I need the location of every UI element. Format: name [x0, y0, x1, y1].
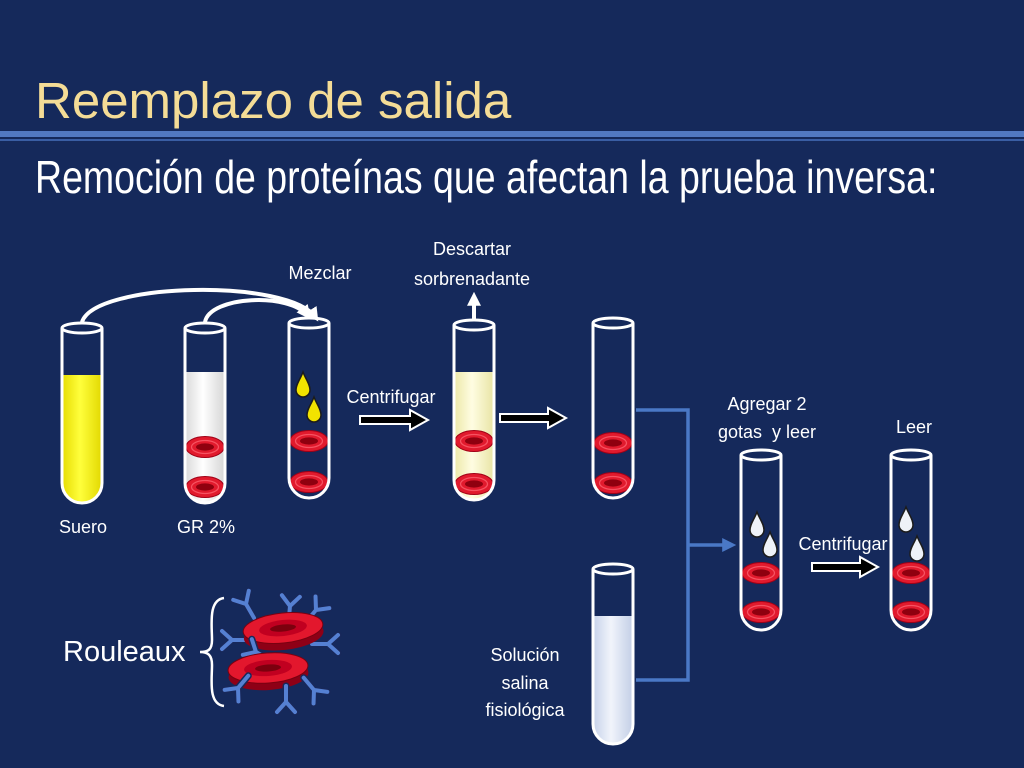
red-blood-cell [741, 561, 781, 585]
serum-drop [295, 371, 311, 398]
red-blood-cell [454, 472, 494, 496]
stacked-red-cell [242, 612, 324, 651]
tube-outline [591, 316, 635, 500]
antibody [277, 686, 295, 712]
red-blood-cell [741, 600, 781, 624]
rouleaux-illustration [222, 591, 338, 712]
saline-label-line1: Solución [490, 645, 560, 665]
mix-arrow-from-serum [80, 287, 319, 323]
red-blood-cell [289, 470, 329, 494]
centrifuge-arrow-2 [811, 555, 881, 579]
discard-label-line2: sorbrenadante [413, 269, 531, 289]
centrifuge-arrow [359, 408, 431, 432]
red-blood-cell [891, 561, 931, 585]
read-label: Leer [895, 417, 933, 437]
transfer-arrow [499, 406, 569, 430]
title-divider-thin [0, 139, 1024, 141]
antibody [233, 591, 262, 623]
centrifuge-label: Centrifugar [346, 387, 436, 407]
tube-mixture [287, 316, 331, 500]
tube-packed-cells [591, 316, 635, 500]
saline-label-line2: salina [501, 673, 549, 693]
mix-label: Mezclar [288, 263, 352, 283]
saline-label-line3: fisiológica [485, 700, 565, 720]
red-blood-cell [891, 600, 931, 624]
serum-label: Suero [58, 517, 108, 537]
red-cells-label: GR 2% [176, 517, 236, 537]
cell-core [255, 664, 281, 672]
slide-subtitle: Remoción de proteínas que afectan la pru… [35, 151, 938, 203]
add-drops-label-line1: Agregar 2 [727, 394, 807, 414]
centrifuge-label-2: Centrifugar [798, 534, 888, 554]
mix-arrow-from-red-cells [203, 298, 311, 323]
serum-fluid [62, 375, 102, 503]
red-blood-cell [593, 471, 633, 495]
tube-red-cells-2pct [183, 321, 227, 505]
rouleaux-label: Rouleaux [63, 636, 186, 668]
tube-serum [60, 321, 104, 505]
tube-saline [591, 562, 635, 746]
stacked-red-cell [227, 652, 309, 691]
tube-centrifuged [452, 318, 496, 502]
discard-label-line1: Descartar [432, 239, 512, 259]
combine-connector [636, 408, 690, 682]
red-blood-cell [289, 429, 329, 453]
curly-brace [199, 596, 225, 708]
red-blood-cell [454, 429, 494, 453]
title-divider [0, 131, 1024, 137]
red-blood-cell [593, 431, 633, 455]
red-blood-cell [185, 435, 225, 459]
saline-drop [898, 506, 914, 533]
cell-core [270, 624, 296, 632]
saline-drop [749, 511, 765, 538]
saline-fluid [593, 616, 633, 744]
antibody [297, 672, 328, 703]
add-drops-label-line2: gotas y leer [717, 422, 817, 442]
slide-title: Reemplazo de salida [35, 72, 512, 129]
red-blood-cell [185, 475, 225, 499]
